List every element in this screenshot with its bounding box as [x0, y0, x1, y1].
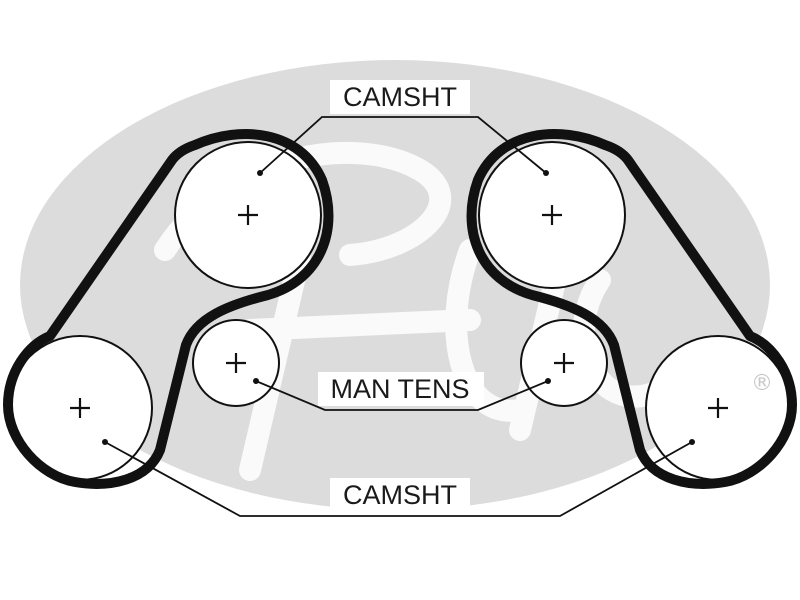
label-tensioner: MAN TENS	[330, 374, 469, 404]
leader-tensioner	[255, 380, 549, 411]
leader-dot	[102, 439, 108, 445]
registered-trademark-icon: ®	[751, 371, 773, 396]
leader-lines	[102, 116, 695, 517]
right-crank-center-icon	[708, 398, 728, 418]
leader-dot	[257, 170, 263, 176]
leader-top-camshaft	[259, 116, 547, 174]
label-camshaft-top: CAMSHT	[343, 82, 457, 112]
right-camshaft-center-icon	[542, 205, 562, 225]
left-tensioner-center-icon	[226, 353, 246, 373]
label-camshaft-bottom: CAMSHT	[343, 480, 457, 510]
left-crank-center-icon	[70, 398, 90, 418]
leader-dot	[543, 170, 549, 176]
right-belt	[466, 129, 797, 489]
label-bg	[318, 372, 484, 406]
label-bg	[330, 478, 470, 512]
left-camshaft-center-icon	[238, 205, 258, 225]
center-marks	[70, 205, 728, 418]
left-belt	[3, 129, 334, 489]
label-bg	[330, 80, 470, 114]
leader-bottom-camshaft	[104, 441, 693, 517]
leader-dot	[689, 439, 695, 445]
right-tensioner-center-icon	[554, 353, 574, 373]
leader-dot	[253, 378, 259, 384]
leader-dot	[545, 378, 551, 384]
